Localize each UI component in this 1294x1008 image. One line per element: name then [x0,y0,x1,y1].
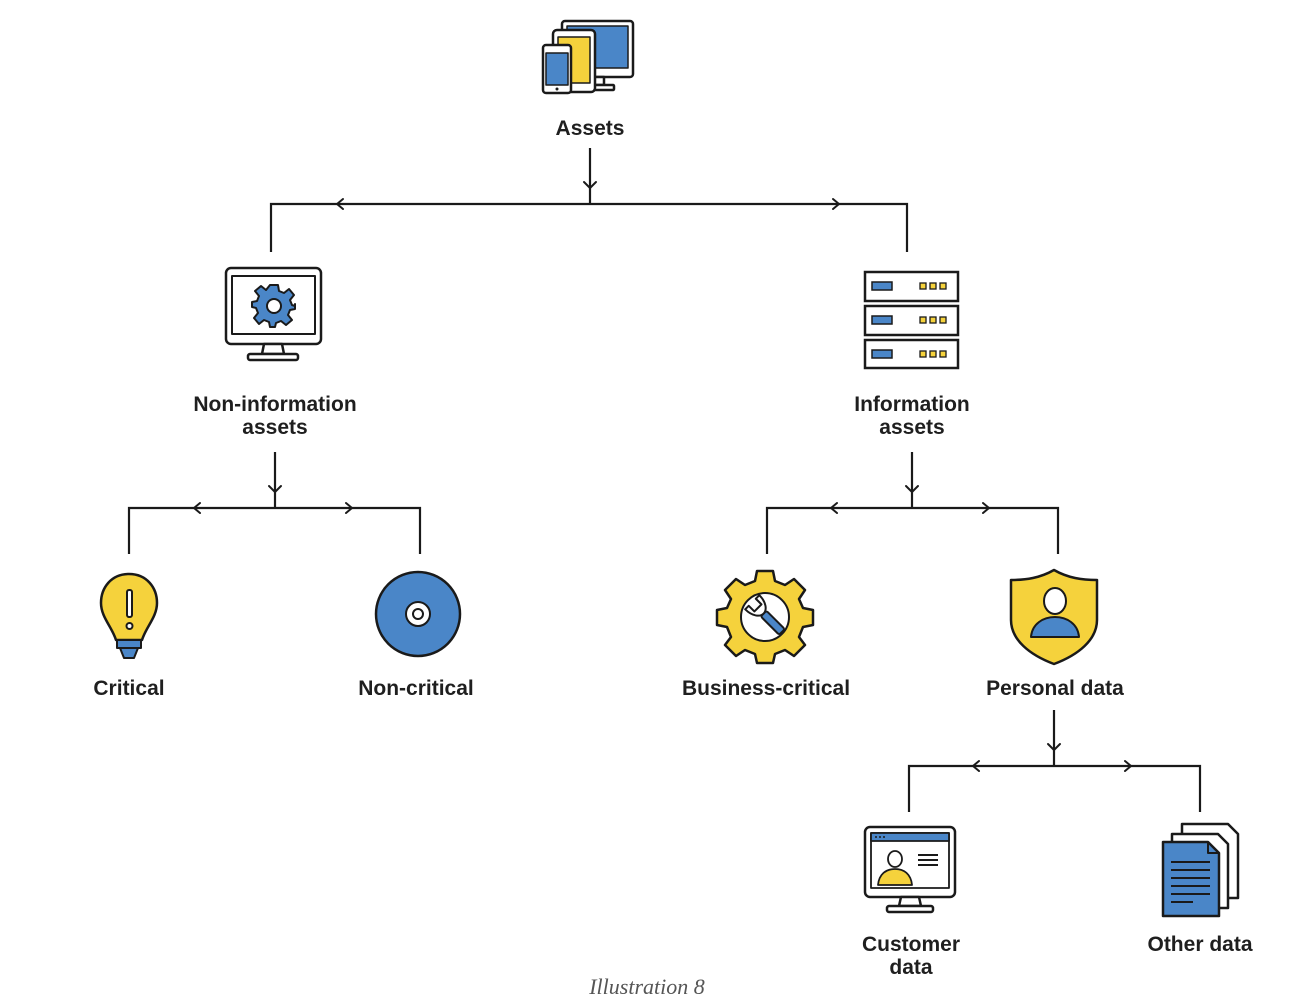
monitor-profile-icon [863,825,957,914]
connectors [127,148,1202,812]
label-line: Non-information [193,393,357,416]
node-label-other-data: Other data [1147,933,1253,956]
figure-caption: Illustration 8 [589,974,705,999]
node-label-customer-data: Customer data [811,933,1011,979]
down-arrow-icon [905,485,919,493]
node-label-assets: Assets [555,117,625,140]
node-label-business-critical: Business-critical [681,677,851,700]
left-arrow-icon [193,502,201,514]
shield-user-icon [1009,568,1099,666]
right-arrow-icon [1124,760,1132,772]
side-arrow-icons [193,198,1132,772]
down-arrow-icon [583,181,597,189]
down-arrow-icon [268,485,282,493]
label-line: Information [854,393,970,416]
label-line: assets [242,416,308,439]
left-arrow-icon [336,198,344,210]
right-arrow-icon [982,502,990,514]
disc-icon [374,570,462,658]
server-rack-icon [863,270,960,370]
node-label-information-assets: Information assets [787,393,1037,439]
node-label-non-critical: Non-critical [358,677,474,700]
label-line: Customer [861,933,961,956]
right-arrow-icon [832,198,840,210]
node-label-personal-data: Personal data [986,677,1124,700]
down-arrow-icon [1047,743,1061,751]
node-label-non-information-assets: Non-information assets [150,393,400,439]
lightbulb-alert-icon [99,572,159,659]
node-label-critical: Critical [93,677,165,700]
monitor-gear-icon [224,266,323,362]
left-arrow-icon [972,760,980,772]
right-arrow-icon [345,502,353,514]
label-line: assets [879,416,945,439]
left-arrow-icon [830,502,838,514]
label-line: data [889,956,933,979]
down-arrow-icons [268,181,1061,751]
documents-icon [1161,822,1240,918]
gear-wrench-icon [715,569,815,665]
devices-icon [541,19,635,95]
